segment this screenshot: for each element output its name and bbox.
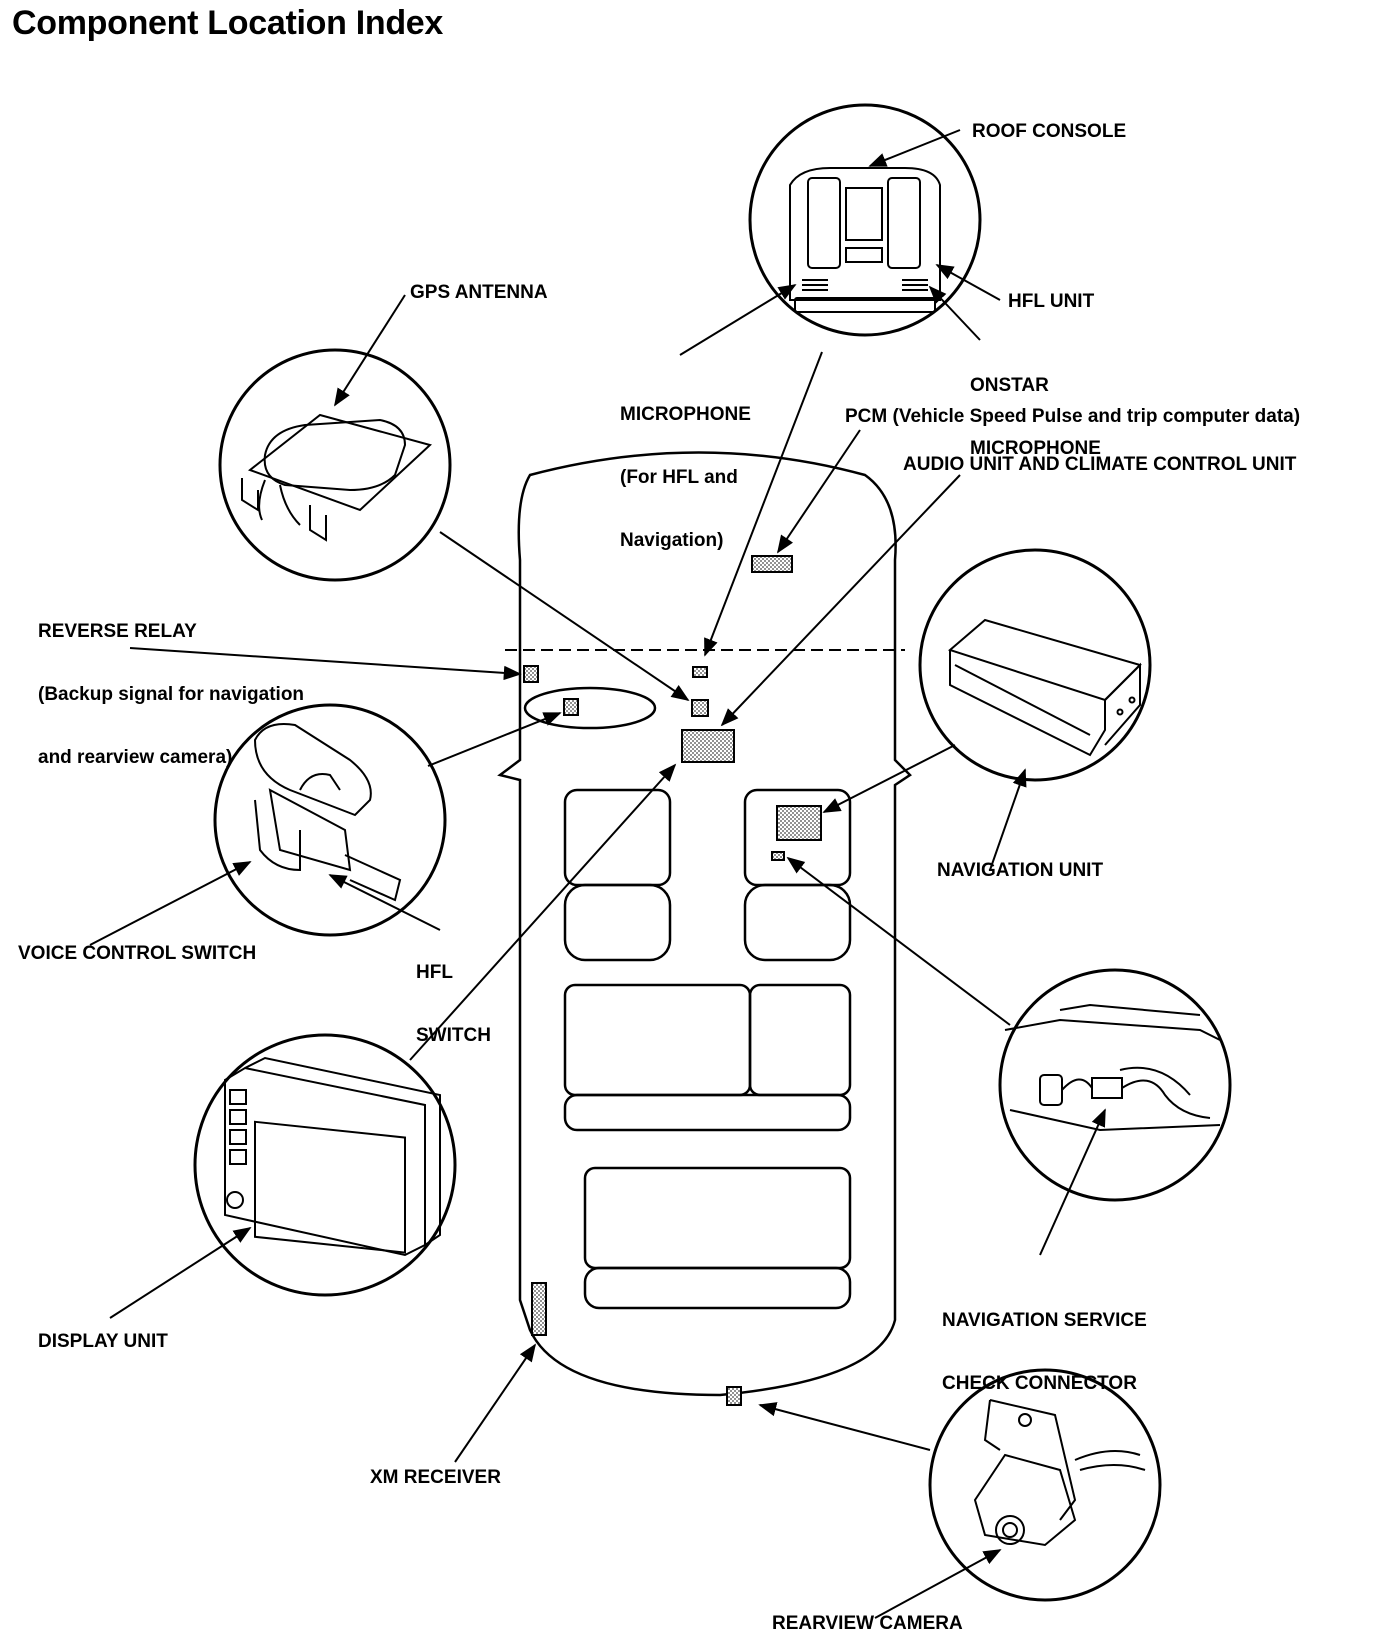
label-microphone-line3: Navigation)	[620, 530, 724, 551]
label-nav-service-check: NAVIGATION SERVICE CHECK CONNECTOR	[942, 1268, 1147, 1415]
rearview-camera-circle	[928, 1368, 1162, 1602]
microphone-marker	[692, 666, 708, 678]
label-microphone-line1: MICROPHONE	[620, 404, 751, 425]
nav-check-marker	[771, 851, 785, 861]
label-onstar-microphone: ONSTAR MICROPHONE	[970, 333, 1101, 480]
label-hfl-switch-line2: SWITCH	[416, 1025, 491, 1046]
navigation-unit-illustration	[947, 618, 1142, 757]
hfl-switch-circle	[213, 703, 447, 937]
reverse-relay-marker	[523, 665, 539, 683]
label-reverse-relay-line1: REVERSE RELAY	[38, 621, 197, 642]
xm-receiver-marker	[531, 1282, 547, 1336]
leader-lines	[89, 129, 1106, 1619]
label-onstar-microphone-line1: ONSTAR	[970, 375, 1049, 396]
pcm-marker	[751, 555, 793, 573]
hfl-switch-illustration	[253, 723, 402, 902]
roof-console-circle	[748, 103, 982, 337]
label-reverse-relay-line2: (Backup signal for navigation	[38, 684, 305, 705]
label-gps-antenna: GPS ANTENNA	[410, 282, 548, 303]
navigation-unit-marker	[776, 805, 822, 841]
label-roof-console: ROOF CONSOLE	[972, 121, 1127, 142]
gps-antenna-circle	[218, 348, 452, 582]
gps-antenna-illustration	[241, 413, 432, 542]
rearview-camera-marker	[726, 1386, 742, 1406]
roof-console-illustration	[789, 167, 941, 313]
audio-unit-marker	[681, 729, 735, 763]
label-hfl-switch-line1: HFL	[416, 962, 453, 983]
label-audio-unit: AUDIO UNIT AND CLIMATE CONTROL UNIT	[903, 454, 1297, 475]
detail-circles	[193, 103, 1232, 1602]
label-rearview-camera: REARVIEW CAMERA	[772, 1613, 963, 1634]
label-onstar-microphone-line2: MICROPHONE	[970, 438, 1101, 459]
label-pcm: PCM (Vehicle Speed Pulse and trip comput…	[845, 406, 1301, 427]
display-unit-illustration	[224, 1056, 441, 1257]
label-microphone-line2: (For HFL and	[620, 467, 738, 488]
nav-check-illustration	[1004, 1003, 1221, 1132]
component-markers	[523, 555, 822, 1406]
label-hfl-switch: HFL SWITCH	[416, 920, 491, 1067]
label-navigation-unit: NAVIGATION UNIT	[937, 860, 1104, 881]
label-reverse-relay-line3: and rearview camera)	[38, 747, 233, 768]
label-microphone: MICROPHONE (For HFL and Navigation)	[620, 362, 751, 572]
gps-marker	[691, 699, 709, 717]
label-hfl-unit: HFL UNIT	[1008, 291, 1095, 312]
label-voice-control-switch: VOICE CONTROL SWITCH	[18, 943, 257, 964]
navigation-unit-circle	[918, 548, 1152, 782]
label-xm-receiver: XM RECEIVER	[370, 1467, 501, 1488]
label-display-unit: DISPLAY UNIT	[38, 1331, 168, 1352]
hfl-switch-marker	[563, 698, 579, 716]
label-nav-service-check-line1: NAVIGATION SERVICE	[942, 1310, 1147, 1331]
display-unit-circle	[193, 1033, 457, 1297]
label-reverse-relay: REVERSE RELAY (Backup signal for navigat…	[38, 579, 304, 789]
rearview-camera-illustration	[973, 1399, 1146, 1547]
page-title: Component Location Index	[12, 4, 444, 42]
nav-check-circle	[998, 968, 1232, 1202]
label-nav-service-check-line2: CHECK CONNECTOR	[942, 1373, 1137, 1394]
vehicle-outline	[497, 451, 912, 1397]
